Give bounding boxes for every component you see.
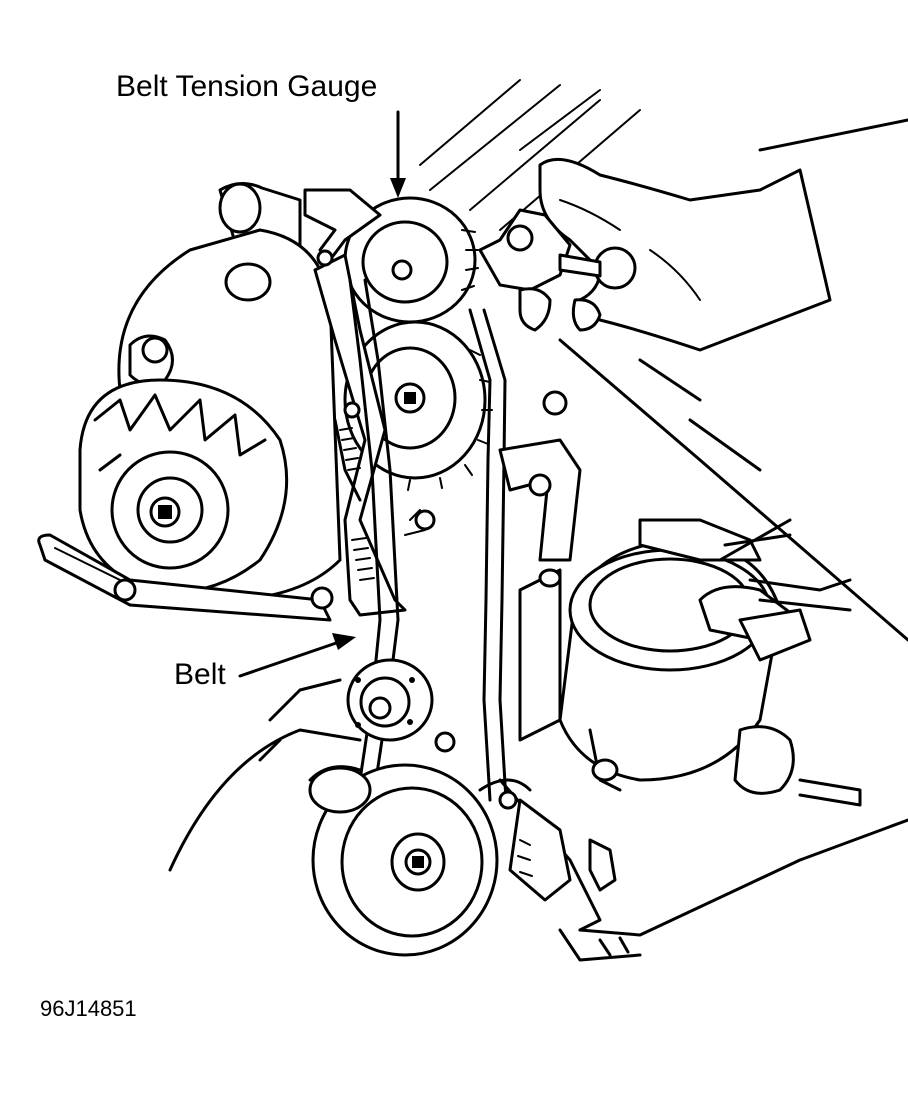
belt-tension-gauge-label: Belt Tension Gauge <box>116 70 378 103</box>
mounting-bracket <box>404 390 582 562</box>
adjusting-bracket <box>37 533 334 622</box>
belt-tension-gauge <box>303 188 407 617</box>
alternator <box>78 182 342 602</box>
belt-pointer-arrow <box>238 633 356 678</box>
figure-id-label: 96J14851 <box>40 996 137 1021</box>
gauge-roller <box>343 196 479 324</box>
gauge-pointer-arrow <box>390 110 406 198</box>
idler-pulley <box>346 658 434 742</box>
belt-label: Belt <box>174 658 226 691</box>
hand <box>478 157 832 352</box>
power-steering-pump <box>518 518 862 807</box>
crankshaft-pulley <box>308 763 499 957</box>
engine-lower-housing <box>168 678 908 962</box>
